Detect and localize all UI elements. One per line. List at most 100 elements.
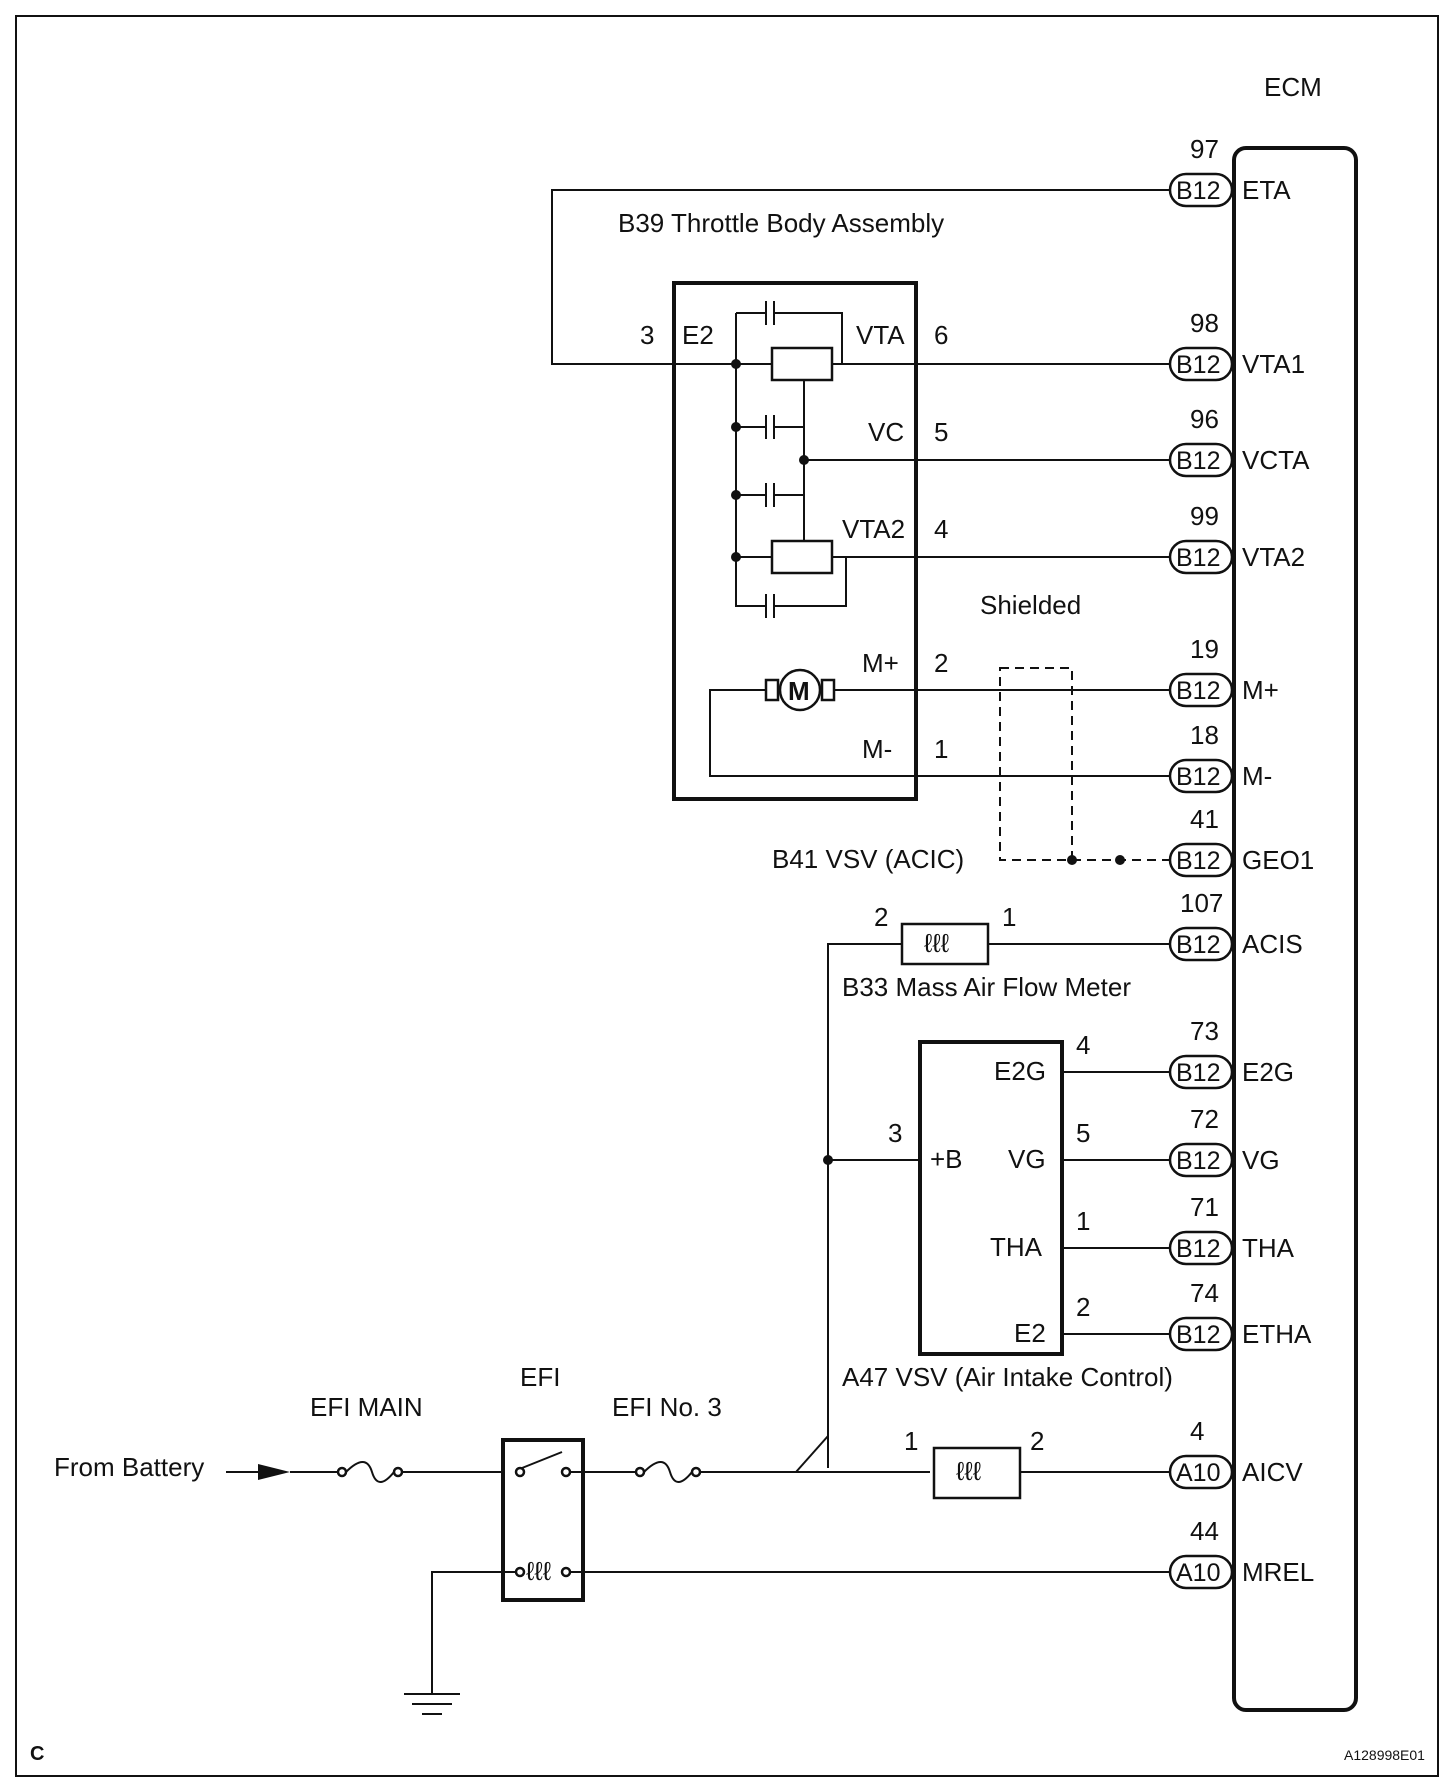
relay-contact bbox=[514, 1466, 526, 1478]
maf-plusb-label: +B bbox=[930, 1144, 963, 1174]
ecm-connector-id: B12 bbox=[1176, 1147, 1220, 1175]
shield-outline bbox=[999, 667, 1073, 861]
ecm-pin-number: 72 bbox=[1190, 1104, 1219, 1134]
ecm-signal-name: THA bbox=[1242, 1233, 1295, 1263]
ecm-pin-number: 74 bbox=[1190, 1278, 1219, 1308]
relay-coil-terminal bbox=[560, 1566, 572, 1578]
ecm-connector-id: B12 bbox=[1176, 1321, 1220, 1349]
ecm-connector-id: B12 bbox=[1176, 447, 1220, 475]
vta-label: VTA bbox=[856, 320, 905, 350]
mplus-pin: 2 bbox=[934, 648, 948, 678]
ecm-connector-id: B12 bbox=[1176, 931, 1220, 959]
vsv-acic-coil-symbol: ℓℓℓ bbox=[924, 928, 950, 958]
vsv-aic-coil bbox=[932, 1446, 1022, 1500]
mminus-pin: 1 bbox=[934, 734, 948, 764]
ecm-pin-number: 71 bbox=[1190, 1192, 1219, 1222]
maf-e2-pin: 2 bbox=[1076, 1292, 1090, 1322]
ecm-signal-name: VCTA bbox=[1242, 445, 1310, 475]
mplus-label: M+ bbox=[862, 648, 899, 678]
ecm-connector-id: B12 bbox=[1176, 544, 1220, 572]
junction-dot bbox=[1067, 855, 1077, 865]
efi-main-fuse-icon bbox=[345, 1461, 395, 1483]
diagram-frame bbox=[15, 15, 1439, 1777]
ecm-pin-number: 18 bbox=[1190, 720, 1219, 750]
relay-switch-blade bbox=[521, 1451, 563, 1469]
ecm-signal-name: VTA1 bbox=[1242, 349, 1305, 379]
vsv-acic-pin-right: 1 bbox=[1002, 902, 1016, 932]
ecm-signal-name: MREL bbox=[1242, 1557, 1314, 1587]
maf-tha-pin: 1 bbox=[1076, 1206, 1090, 1236]
ecm-pin-number: 19 bbox=[1190, 634, 1219, 664]
ecm-signal-name: AICV bbox=[1242, 1457, 1303, 1487]
motor-terminal-left bbox=[764, 678, 780, 702]
efi-no3-fuse-icon bbox=[643, 1461, 693, 1483]
ecm-connector-id: B12 bbox=[1176, 677, 1220, 705]
ecm-connector-id: A10 bbox=[1176, 1559, 1220, 1587]
maf-label: B33 Mass Air Flow Meter bbox=[842, 972, 1131, 1002]
ecm-signal-name: VG bbox=[1242, 1145, 1280, 1175]
ecm-pin-number: 107 bbox=[1180, 888, 1223, 918]
ecm-connector-id: B12 bbox=[1176, 351, 1220, 379]
maf-e2g-label: E2G bbox=[994, 1056, 1046, 1086]
wire-motor-loop bbox=[709, 689, 1170, 777]
ecm-connector-id: B12 bbox=[1176, 763, 1220, 791]
vsv-aic-pin-left: 1 bbox=[904, 1426, 918, 1456]
e2-pin: 3 bbox=[640, 320, 654, 350]
ecm-signal-name: VTA2 bbox=[1242, 542, 1305, 572]
ecm-signal-name: M+ bbox=[1242, 675, 1279, 705]
ecm-pin-number: 4 bbox=[1190, 1416, 1204, 1446]
relay-coil-symbol: ℓℓℓ bbox=[526, 1556, 552, 1586]
ecm-signal-name: ACIS bbox=[1242, 929, 1303, 959]
e2-label: E2 bbox=[682, 320, 714, 350]
wire-feed-up bbox=[795, 1435, 829, 1473]
vsv-acic-pin-left: 2 bbox=[874, 902, 888, 932]
from-battery-label: From Battery bbox=[54, 1452, 204, 1482]
mminus-label: M- bbox=[862, 734, 892, 764]
arrow-icon bbox=[258, 1464, 290, 1480]
fuse-terminal bbox=[634, 1466, 646, 1478]
vta-cap-loop bbox=[774, 312, 843, 364]
vsv-acic-label: B41 VSV (ACIC) bbox=[772, 844, 964, 874]
efi-no3-label: EFI No. 3 bbox=[612, 1392, 722, 1422]
vta-sensor-element bbox=[770, 346, 834, 382]
figure-id: A128998E01 bbox=[1344, 1747, 1425, 1763]
ecm-pin-number: 44 bbox=[1190, 1516, 1219, 1546]
ecm-pin-number: 97 bbox=[1190, 134, 1219, 164]
efi-main-label: EFI MAIN bbox=[310, 1392, 423, 1422]
ecm-connector-id: B12 bbox=[1176, 1059, 1220, 1087]
ecm-connector-id: B12 bbox=[1176, 1235, 1220, 1263]
ecm-signal-name: ETA bbox=[1242, 175, 1291, 205]
fuse-terminal bbox=[336, 1466, 348, 1478]
ecm-signal-name: M- bbox=[1242, 761, 1272, 791]
ecm-connector-id: B12 bbox=[1176, 847, 1220, 875]
shielded-label: Shielded bbox=[980, 590, 1081, 620]
motor-symbol bbox=[778, 668, 822, 712]
wire-eta-e2 bbox=[551, 189, 1170, 365]
relay-coil-terminal bbox=[514, 1566, 526, 1578]
maf-plusb-pin: 3 bbox=[888, 1118, 902, 1148]
ecm-box bbox=[1232, 146, 1358, 1712]
maf-e2g-pin: 4 bbox=[1076, 1030, 1090, 1060]
ecm-signal-name: ETHA bbox=[1242, 1319, 1312, 1349]
maf-tha-label: THA bbox=[990, 1232, 1043, 1262]
ecm-pin-number: 96 bbox=[1190, 404, 1219, 434]
ecm-title: ECM bbox=[1264, 72, 1322, 102]
ecm-pin-number: 41 bbox=[1190, 804, 1219, 834]
throttle-body-label: B39 Throttle Body Assembly bbox=[618, 208, 944, 238]
maf-e2-label: E2 bbox=[1014, 1318, 1046, 1348]
junction-dot bbox=[1115, 855, 1125, 865]
vta-pin: 6 bbox=[934, 320, 948, 350]
ecm-signal-name: GEO1 bbox=[1242, 845, 1314, 875]
vc-label: VC bbox=[868, 417, 904, 447]
fuse-terminal bbox=[690, 1466, 702, 1478]
maf-vg-pin: 5 bbox=[1076, 1118, 1090, 1148]
motor-terminal-right bbox=[820, 678, 836, 702]
motor-letter: M bbox=[788, 676, 810, 706]
ecm-connector-id: B12 bbox=[1176, 177, 1220, 205]
efi-relay-label: EFI bbox=[520, 1362, 560, 1392]
vta2-cap-loop bbox=[735, 557, 766, 607]
vta2-label: VTA2 bbox=[842, 514, 905, 544]
vc-pin: 5 bbox=[934, 417, 948, 447]
ecm-connector-id: A10 bbox=[1176, 1459, 1220, 1487]
